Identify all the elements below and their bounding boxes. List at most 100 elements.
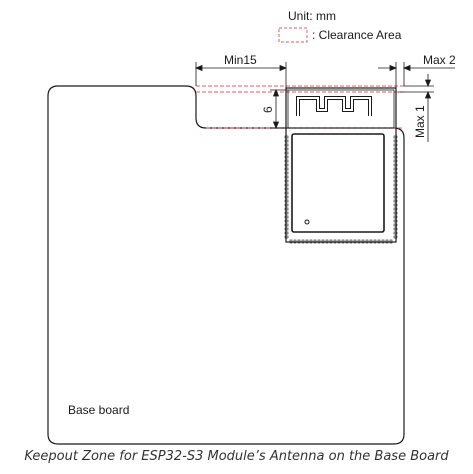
module-pad (317, 239, 321, 244)
module-pad (357, 239, 361, 244)
min-dimension-label: Min15 (224, 53, 257, 67)
module-pad (284, 155, 289, 159)
module-pad (393, 199, 398, 203)
module-pad (284, 143, 289, 147)
module-pad (284, 235, 289, 239)
module-pad (393, 147, 398, 151)
module-pad (381, 239, 385, 244)
module-pad (389, 239, 393, 244)
module-pad (284, 175, 289, 179)
module-pad (393, 191, 398, 195)
module-pad (293, 239, 297, 244)
module-pad (284, 207, 289, 211)
module-pad (393, 223, 398, 227)
module-pad (284, 195, 289, 199)
module-pad (345, 239, 349, 244)
module-pad (284, 231, 289, 235)
antenna-region (287, 89, 395, 129)
clearance-legend-label: : Clearance Area (312, 28, 402, 42)
module-pad (393, 235, 398, 239)
base-board-label: Base board (68, 403, 129, 417)
module-pad (393, 215, 398, 219)
module-pad (393, 211, 398, 215)
module-pad (289, 239, 293, 244)
module-pad (284, 187, 289, 191)
module-pad (297, 239, 301, 244)
max-side-dimension (398, 74, 434, 142)
module-pad (353, 239, 357, 244)
module-pad (393, 183, 398, 187)
module-pad (284, 191, 289, 195)
module-pad (284, 135, 289, 139)
base-board-outline (47, 85, 405, 445)
module-pad (325, 239, 329, 244)
module-pad (393, 207, 398, 211)
module-pad (393, 219, 398, 223)
module-pad (393, 179, 398, 183)
module-pad (393, 231, 398, 235)
module-pad (393, 151, 398, 155)
module-pad (393, 143, 398, 147)
module-pad (365, 239, 369, 244)
module-pad (321, 239, 325, 244)
unit-label: Unit: mm (288, 9, 336, 23)
module-pad (373, 239, 377, 244)
module-pad (309, 239, 313, 244)
module-pad (284, 199, 289, 203)
module-pad (393, 167, 398, 171)
module-pad (284, 227, 289, 231)
module-pad (284, 163, 289, 167)
module-pad (393, 135, 398, 139)
module-pad (377, 239, 381, 244)
max-top-dimension (378, 62, 455, 88)
module-pad (284, 171, 289, 175)
module-pad (369, 239, 373, 244)
max-side-dimension-label: Max 1 (413, 105, 427, 138)
module-pad (361, 239, 365, 244)
module-pad (393, 171, 398, 175)
module-pad (305, 239, 309, 244)
module-pad (393, 195, 398, 199)
antenna-trace (296, 96, 372, 116)
antenna-height-dimension (270, 88, 288, 130)
module-pad (301, 239, 305, 244)
module-pad (393, 139, 398, 143)
module-pad (393, 227, 398, 231)
shield-can (291, 133, 385, 233)
module-pad (393, 155, 398, 159)
module-pad (349, 239, 353, 244)
clearance-legend-swatch (278, 27, 308, 43)
module-pad (333, 239, 337, 244)
module-pad (393, 159, 398, 163)
module-pad (284, 215, 289, 219)
module-pad (393, 175, 398, 179)
module-pad (284, 203, 289, 207)
castellated-pads (284, 135, 398, 244)
module-pad (284, 167, 289, 171)
module-pad (385, 239, 389, 244)
min-dimension (194, 62, 288, 88)
module-pad (284, 139, 289, 143)
antenna-trace-inner (297, 97, 371, 116)
module-pad (284, 179, 289, 183)
module-pad (284, 147, 289, 151)
module-outline (285, 87, 397, 243)
module-pad (284, 183, 289, 187)
pin1-marker (304, 219, 310, 225)
module-pad (329, 239, 333, 244)
max-top-dimension-label: Max 2 (423, 53, 456, 67)
module-pad (393, 203, 398, 207)
module-pad (393, 163, 398, 167)
antenna-height-label: 6 (261, 106, 275, 113)
module-pad (284, 151, 289, 155)
module-pad (284, 223, 289, 227)
module-pad (313, 239, 317, 244)
module-pad (341, 239, 345, 244)
module-pad (337, 239, 341, 244)
module-pad (393, 187, 398, 191)
module-pad (284, 211, 289, 215)
module-pad (284, 219, 289, 223)
module-pad (284, 159, 289, 163)
figure-caption: Keepout Zone for ESP32-S3 Module’s Anten… (24, 449, 449, 464)
